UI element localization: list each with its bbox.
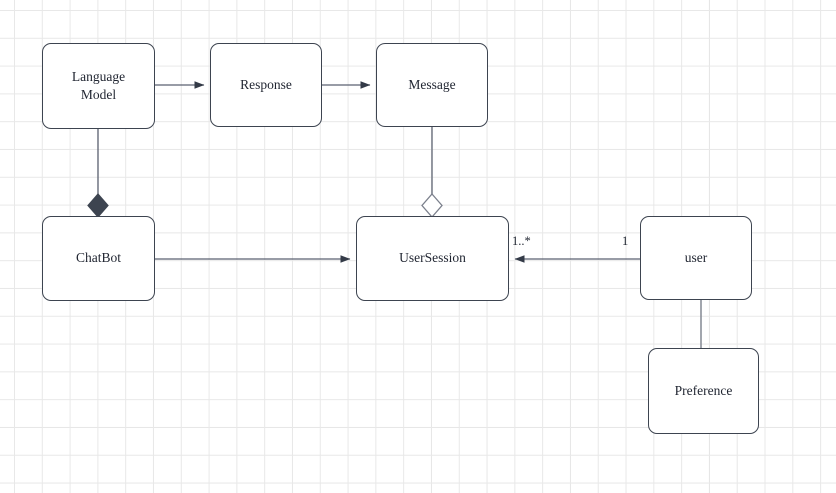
node-user[interactable]: user bbox=[640, 216, 752, 300]
node-preference-label: Preference bbox=[674, 382, 733, 398]
multiplicity-label-user: 1 bbox=[622, 234, 629, 248]
node-user-label: user bbox=[684, 249, 708, 265]
node-chatbot[interactable]: ChatBot bbox=[42, 216, 155, 301]
node-language-model-label-line2: Model bbox=[80, 87, 117, 102]
node-usersession-label: UserSession bbox=[399, 250, 466, 266]
node-message[interactable]: Message bbox=[376, 43, 488, 127]
node-response[interactable]: Response bbox=[210, 43, 322, 127]
multiplicity-label-usersession: 1..* bbox=[512, 234, 531, 248]
node-message-label: Message bbox=[408, 76, 456, 92]
node-response-label: Response bbox=[240, 76, 292, 92]
edge-language-model-to-chatbot[interactable] bbox=[87, 129, 109, 218]
node-usersession[interactable]: UserSession bbox=[356, 216, 509, 301]
node-language-model-label-line1: Language bbox=[71, 68, 126, 84]
node-chatbot-label: ChatBot bbox=[75, 250, 121, 266]
node-preference[interactable]: Preference bbox=[648, 348, 759, 434]
node-language-model[interactable]: Language Model bbox=[42, 43, 155, 129]
composition-diamond-icon bbox=[87, 193, 109, 218]
edge-message-to-usersession[interactable] bbox=[421, 127, 443, 218]
aggregation-diamond-icon bbox=[421, 193, 443, 218]
